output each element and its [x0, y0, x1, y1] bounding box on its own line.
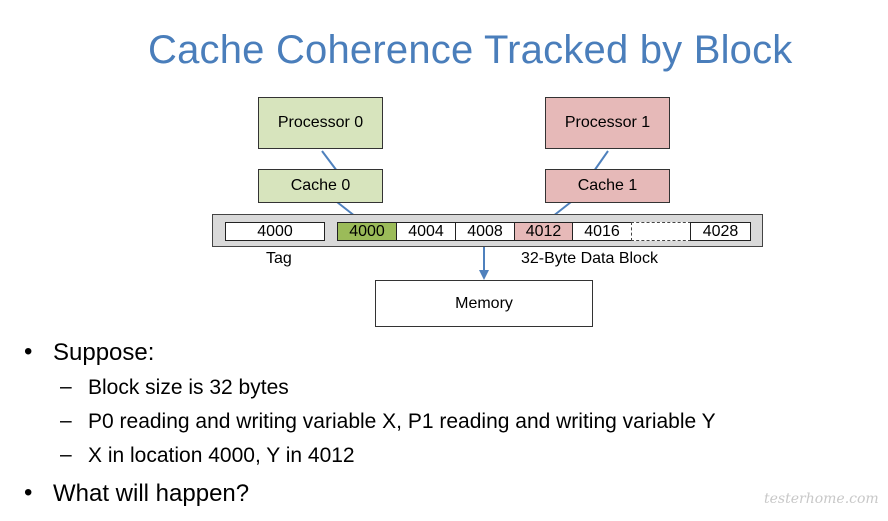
sub-bullet-p0-p1: P0 reading and writing variable X, P1 re…	[88, 410, 716, 433]
sub-bullet-locations: X in location 4000, Y in 4012	[88, 444, 355, 467]
block-cell-4028: 4028	[690, 222, 751, 241]
block-cell-4004: 4004	[396, 222, 456, 241]
memory-box: Memory	[375, 280, 593, 327]
block-cell-4016: 4016	[572, 222, 632, 241]
block-cell-4008: 4008	[455, 222, 515, 241]
sub-bullet-dash-2: –	[60, 409, 72, 432]
block-cell-4000: 4000	[337, 222, 397, 241]
cache0-box: Cache 0	[258, 169, 383, 203]
cache1-label: Cache 1	[577, 177, 638, 194]
cache1-box: Cache 1	[545, 169, 670, 203]
processor0-to-cache0-arrow	[321, 150, 338, 172]
block-label: 32-Byte Data Block	[521, 250, 658, 267]
sub-bullet-dash-1: –	[60, 375, 72, 398]
tag-cell: 4000	[225, 222, 325, 241]
bullet-dot-2: •	[24, 479, 33, 506]
cache0-label: Cache 0	[290, 177, 351, 194]
memory-label: Memory	[455, 294, 513, 312]
tag-label: Tag	[266, 250, 292, 267]
sub-bullet-block-size: Block size is 32 bytes	[88, 376, 289, 399]
block-cell-4012: 4012	[514, 222, 573, 241]
processor0-box: Processor 0	[258, 97, 383, 149]
sub-bullet-dash-3: –	[60, 443, 72, 466]
processor0-label: Processor 0	[277, 114, 364, 131]
slide-title: Cache Coherence Tracked by Block	[148, 28, 793, 72]
block-cell-elided	[631, 222, 691, 241]
processor1-to-cache1-arrow	[593, 150, 609, 172]
bullet-dot-1: •	[24, 338, 33, 365]
watermark-text: testerhome.com	[764, 491, 879, 507]
bullet-suppose: Suppose:	[53, 339, 155, 366]
processor1-label: Processor 1	[564, 114, 651, 131]
processor1-box: Processor 1	[545, 97, 670, 149]
bullet-what-will-happen: What will happen?	[53, 480, 250, 507]
